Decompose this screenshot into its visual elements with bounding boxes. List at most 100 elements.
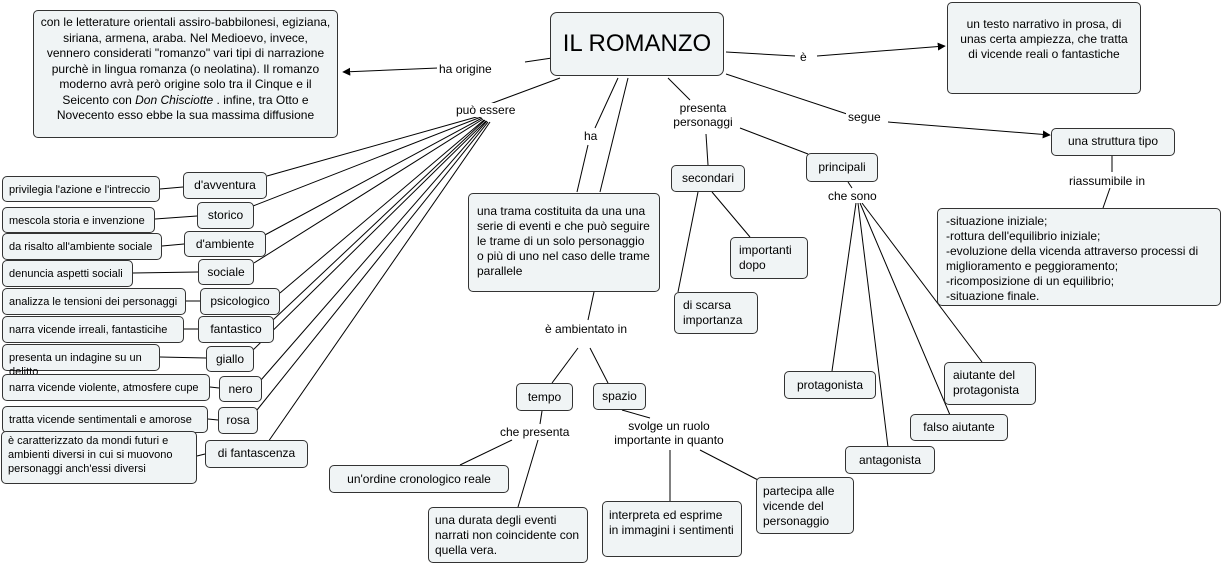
link-chesono-falso [859, 202, 951, 416]
falso-aiutante-node[interactable]: falso aiutante [910, 414, 1008, 441]
link-avventura-desc [159, 186, 184, 190]
link-in-spazio [589, 347, 609, 384]
link-nero-desc [209, 386, 220, 389]
link-trama-ambientato [587, 291, 595, 321]
type-nero-description[interactable]: narra vicende violente, atmosfere cupe [2, 374, 210, 401]
link-secondari-importanti [711, 191, 751, 238]
link-presenta-secondari [705, 133, 709, 166]
ordine-node[interactable]: un'ordine cronologico reale [329, 465, 509, 493]
origin-italic-text: Don Chisciotte [135, 92, 214, 107]
label-presenta-personaggi: presenta personaggi [668, 101, 738, 129]
link-puo-fantastico [272, 119, 486, 321]
link-chepresenta-ordine [459, 439, 513, 466]
trama-node[interactable]: una trama costituita da una una serie di… [468, 193, 660, 292]
label-ha-origine: ha origine [437, 62, 494, 76]
link-puo-giallo [252, 120, 487, 351]
link-svolge-partecipa [699, 449, 759, 481]
link-giallo-desc [159, 356, 207, 359]
link-title-ha [594, 77, 619, 129]
label-che-presenta: che presenta [498, 425, 572, 439]
link-title-origin [524, 57, 553, 63]
link-fantascenza-desc [196, 453, 206, 457]
label-ambientato: è ambientato in [540, 322, 632, 336]
type-davventura-description[interactable]: privilegia l'azione e l'intreccio [2, 176, 160, 202]
type-rosa-node[interactable]: rosa [218, 407, 258, 434]
type-rosa-description[interactable]: tratta vicende sentimentali e amorose [2, 406, 208, 433]
link-puo-psicologico [279, 119, 485, 294]
principali-node[interactable]: principali [806, 153, 878, 182]
type-davventura-node[interactable]: d'avventura [183, 172, 267, 199]
link-title-trama [599, 77, 629, 193]
link-rosa-desc [207, 418, 219, 421]
antagonista-node[interactable]: antagonista [845, 446, 935, 474]
link-puo-avventura [266, 115, 481, 177]
link-principali-chesono [847, 181, 853, 189]
label-puo-essere: può essere [454, 103, 518, 117]
importanti-node[interactable]: importanti dopo [730, 237, 808, 279]
link-chesono-aiutante [861, 202, 983, 363]
link-ambiente-desc [161, 243, 185, 247]
type-nero-node[interactable]: nero [219, 376, 262, 402]
durata-node[interactable]: una durata degli eventi narrati non coin… [428, 507, 588, 563]
link-spazio-svolge [621, 409, 651, 419]
link-presenta-principali [739, 127, 809, 155]
protagonista-node[interactable]: protagonista [784, 371, 876, 399]
link-chepresenta-durata [517, 439, 539, 508]
scarsa-node[interactable]: di scarsa importanza [674, 292, 758, 334]
link-title-segue [725, 73, 851, 116]
type-giallo-description[interactable]: presenta un indagine su un delitto [2, 344, 160, 378]
link-title-presenta [667, 77, 691, 101]
link-puo-rosa [256, 121, 489, 411]
secondari-node[interactable]: secondari [671, 165, 745, 192]
link-title-e [725, 51, 796, 57]
link-puo-storico [252, 116, 482, 207]
origin-text: con le letterature orientali assiro-babb… [40, 15, 331, 107]
type-giallo-node[interactable]: giallo [206, 346, 254, 372]
link-ha-trama [576, 144, 589, 193]
type-difantascenza-node[interactable]: di fantascenza [205, 440, 308, 468]
link-chesono-antagonista [857, 202, 889, 448]
type-sociale-description[interactable]: denuncia aspetti sociali [2, 260, 133, 287]
type-psicologico-description[interactable]: analizza le tensioni dei personaggi [2, 288, 186, 315]
origin-text-end: . infine, tra Otto e Novecento esso ebbe… [56, 92, 315, 123]
link-secondari-scarsa [677, 191, 699, 293]
type-dambiente-node[interactable]: d'ambiente [184, 231, 266, 257]
struttura-node[interactable]: una struttura tipo [1051, 128, 1175, 156]
type-dambiente-description[interactable]: da risalto all'ambiente sociale [2, 233, 162, 260]
link-puo-sociale [253, 118, 484, 264]
link-puo-ambiente [262, 117, 483, 237]
link-sociale-desc [132, 271, 199, 274]
type-fantastico-node[interactable]: fantastico [198, 316, 274, 343]
link-storico-desc [154, 215, 198, 220]
label-ha: ha [582, 129, 600, 143]
title-node[interactable]: IL ROMANZO [550, 12, 724, 76]
type-fantastico-description[interactable]: narra vicende irreali, fantasticihe [2, 316, 184, 343]
origin-node[interactable]: con le letterature orientali assiro-babb… [33, 10, 338, 138]
type-storico-description[interactable]: mescola storia e invenzione [2, 207, 155, 233]
label-che-sono: che sono [826, 189, 879, 203]
link-in-tempo [551, 347, 579, 384]
type-sociale-node[interactable]: sociale [198, 259, 254, 285]
label-segue: segue [846, 110, 883, 124]
struttura-list-node[interactable]: -situazione iniziale; -rottura dell'equi… [937, 208, 1221, 306]
type-storico-node[interactable]: storico [197, 202, 254, 229]
link-chesono-protagonista [831, 202, 857, 372]
link-puo-fantascenza [267, 121, 491, 443]
link-puo-nero [260, 120, 488, 381]
label-svolge: svolge un ruolo importante in quanto [600, 419, 738, 447]
label-riassumibile: riassumibile in [1067, 174, 1148, 188]
link-e-definition [816, 42, 946, 57]
interpreta-node[interactable]: interpreta ed esprime in immagini i sent… [602, 501, 742, 557]
link-segue-struttura [887, 121, 1051, 139]
aiutante-node[interactable]: aiutante del protagonista [944, 362, 1036, 405]
link-tempo-chepresenta [539, 410, 543, 425]
type-psicologico-node[interactable]: psicologico [200, 288, 280, 315]
type-difantascenza-description[interactable]: è caratterizzato da mondi futuri e ambie… [1, 431, 197, 484]
label-e: è [798, 50, 809, 64]
definition-node[interactable]: un testo narrativo in prosa, di unas cer… [947, 2, 1141, 94]
tempo-node[interactable]: tempo [516, 383, 573, 411]
partecipa-node[interactable]: partecipa alle vicende del personaggio [756, 477, 854, 534]
link-title-puo [489, 77, 561, 105]
spazio-node[interactable]: spazio [593, 383, 646, 410]
